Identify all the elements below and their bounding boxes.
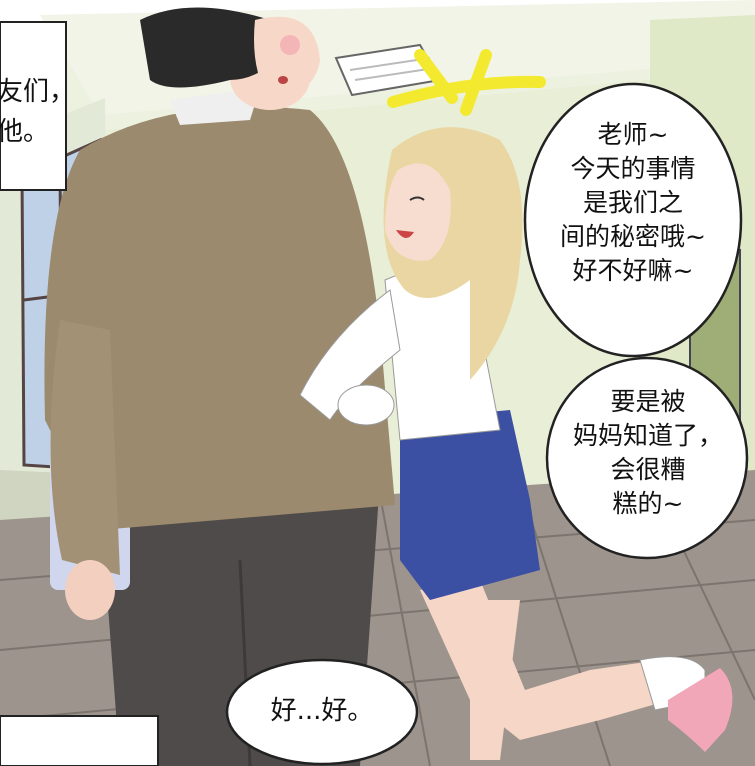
bubble-line: 间的秘密哦~ [560, 222, 706, 251]
bubble-line: 老师~ [597, 120, 669, 149]
bubble-line: 是我们之 [582, 188, 683, 217]
man-figure [44, 7, 395, 766]
girl-figure [299, 127, 733, 760]
bubble-line: 今天的事情 [570, 154, 696, 183]
speech-bubbles [225, 82, 749, 766]
bubble-line: 糕的~ [612, 489, 684, 518]
bubble-line: 好不好嘛~ [572, 256, 694, 285]
bubble-mom [545, 356, 749, 560]
bottom-panel-edge [0, 715, 159, 766]
bubble-line: 会很糟 [610, 455, 686, 484]
bubble-reply-text: 好...好。 [228, 694, 416, 728]
ceiling-light [334, 43, 442, 97]
bubble-line: 好...好。 [270, 696, 374, 726]
bubble-line: 要是被 [610, 387, 686, 416]
narration-box [0, 21, 67, 191]
slipper [668, 668, 733, 752]
bubble-mom-text: 要是被 妈妈知道了， 会很糟 糕的~ [550, 385, 746, 521]
bubble-teacher-text: 老师~ 今天的事情 是我们之 间的秘密哦~ 好不好嘛~ [530, 118, 736, 288]
narration-line-1: 友们， [0, 77, 66, 107]
emphasis-lines [387, 49, 546, 116]
bubble-teacher [523, 82, 743, 358]
narration-text: 友们， 他。 [0, 72, 66, 152]
bubble-reply [225, 658, 419, 766]
narration-line-2: 他。 [0, 117, 50, 147]
bubble-line: 妈妈知道了， [572, 421, 723, 450]
